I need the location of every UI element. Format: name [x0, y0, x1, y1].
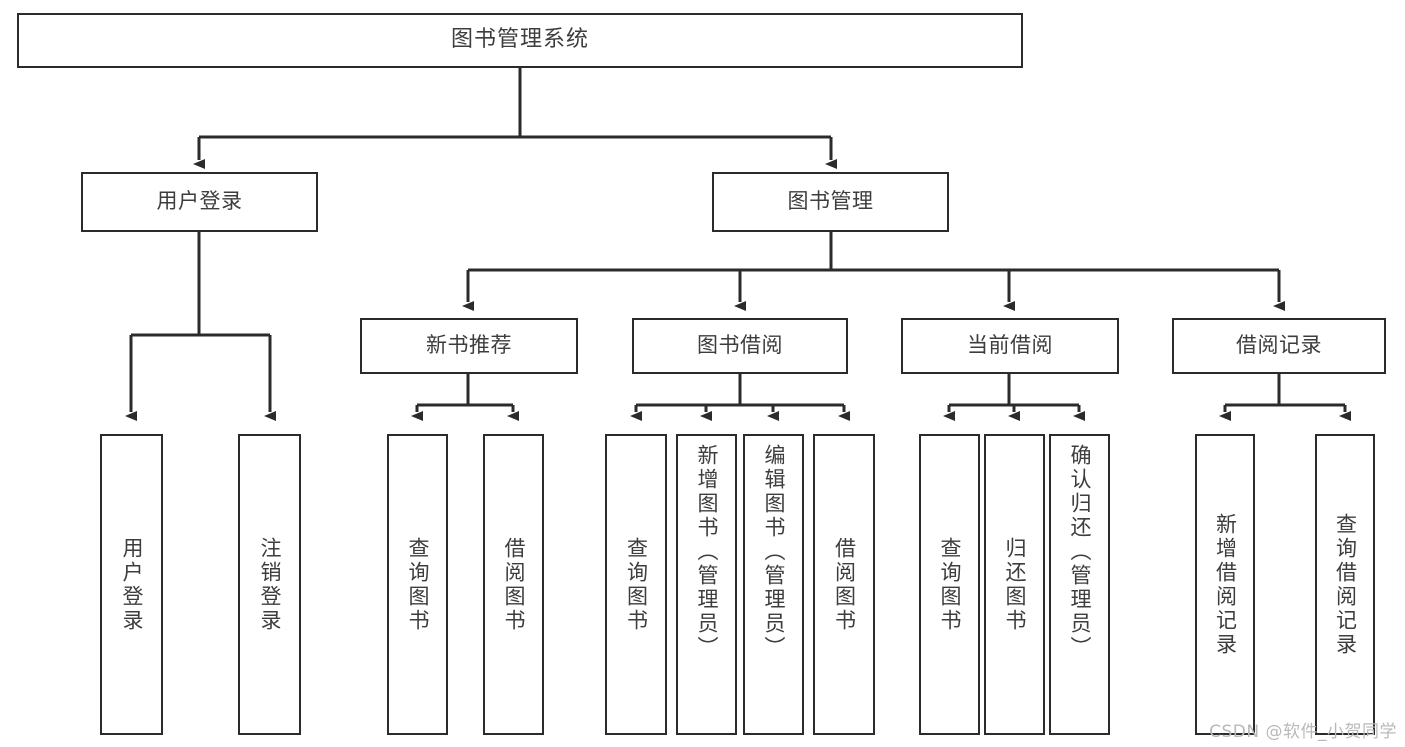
- node-root-label: 图书管理系统: [450, 27, 589, 53]
- node-new-book-recommend-label: 新书推荐: [426, 333, 512, 358]
- leaf-add-borrow-record[interactable]: 新增借阅记录: [1195, 434, 1255, 735]
- leaf-edit-book-admin-label: 编辑图书（管理员）: [762, 444, 786, 660]
- leaf-query-book-current[interactable]: 查询图书: [919, 434, 980, 735]
- leaf-borrow-book-newbook-label: 借阅图书: [502, 536, 526, 633]
- node-book-borrow-label: 图书借阅: [697, 333, 783, 358]
- leaf-return-book[interactable]: 归还图书: [984, 434, 1045, 735]
- node-root[interactable]: 图书管理系统: [17, 13, 1023, 68]
- watermark-text: CSDN @软件_小贺同学: [1209, 722, 1397, 742]
- leaf-borrow-book[interactable]: 借阅图书: [813, 434, 875, 735]
- leaf-borrow-book-label: 借阅图书: [832, 536, 857, 633]
- leaf-query-book-newbook-label: 查询图书: [406, 536, 430, 633]
- leaf-borrow-book-newbook[interactable]: 借阅图书: [483, 434, 544, 735]
- node-user-login-label: 用户登录: [156, 189, 243, 214]
- node-book-management[interactable]: 图书管理: [712, 172, 949, 232]
- leaf-edit-book-admin[interactable]: 编辑图书（管理员）: [743, 434, 804, 735]
- leaf-confirm-return-admin-label: 确认归还（管理员）: [1068, 444, 1092, 660]
- leaf-add-book-admin-label: 新增图书（管理员）: [695, 444, 719, 660]
- leaf-user-login-label: 用户登录: [120, 536, 144, 633]
- leaf-user-login[interactable]: 用户登录: [100, 434, 163, 735]
- node-current-borrow[interactable]: 当前借阅: [901, 318, 1119, 374]
- leaf-query-book-current-label: 查询图书: [938, 536, 962, 633]
- leaf-confirm-return-admin[interactable]: 确认归还（管理员）: [1049, 434, 1110, 735]
- leaf-user-logout[interactable]: 注销登录: [238, 434, 301, 735]
- leaf-return-book-label: 归还图书: [1003, 536, 1027, 633]
- node-current-borrow-label: 当前借阅: [967, 333, 1053, 358]
- node-borrow-record-label: 借阅记录: [1236, 333, 1322, 358]
- node-new-book-recommend[interactable]: 新书推荐: [360, 318, 578, 374]
- leaf-add-borrow-record-label: 新增借阅记录: [1213, 512, 1238, 657]
- leaf-query-book-newbook[interactable]: 查询图书: [387, 434, 448, 735]
- node-user-login[interactable]: 用户登录: [81, 172, 318, 232]
- leaf-add-book-admin[interactable]: 新增图书（管理员）: [676, 434, 737, 735]
- leaf-query-book-borrow[interactable]: 查询图书: [605, 434, 667, 735]
- node-book-management-label: 图书管理: [787, 189, 874, 214]
- node-borrow-record[interactable]: 借阅记录: [1172, 318, 1386, 374]
- leaf-query-book-borrow-label: 查询图书: [624, 536, 649, 633]
- leaf-query-borrow-record[interactable]: 查询借阅记录: [1315, 434, 1375, 735]
- leaf-query-borrow-record-label: 查询借阅记录: [1333, 512, 1358, 657]
- leaf-user-logout-label: 注销登录: [258, 536, 282, 633]
- node-book-borrow[interactable]: 图书借阅: [632, 318, 848, 374]
